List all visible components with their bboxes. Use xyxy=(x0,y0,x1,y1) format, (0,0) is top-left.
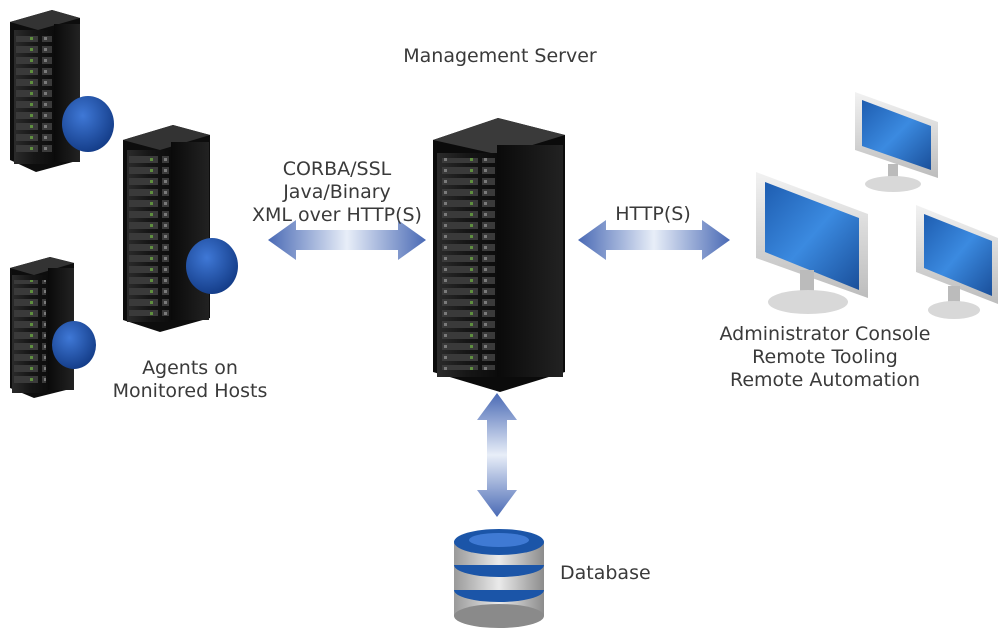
agent-disc-icon xyxy=(186,238,238,294)
monitor-icon xyxy=(916,205,998,319)
left-link-protocols: CORBA/SSL Java/Binary XML over HTTP(S) xyxy=(222,158,452,227)
vertical-double-arrow xyxy=(477,393,517,517)
agent-disc-icon xyxy=(52,321,96,369)
protocol-label: CORBA/SSL xyxy=(282,158,392,180)
database-icon xyxy=(454,529,544,628)
consoles-label-line: Administrator Console xyxy=(719,323,931,345)
consoles-label-line: Remote Tooling xyxy=(752,346,898,368)
management-server xyxy=(433,118,565,392)
agents-label: Agents on Monitored Hosts xyxy=(90,357,290,403)
agent-server-3 xyxy=(10,257,96,398)
consoles-label-line: Remote Automation xyxy=(729,369,920,391)
agent-disc-icon xyxy=(62,96,114,152)
monitor-icon xyxy=(855,92,938,192)
right-link-protocol: HTTP(S) xyxy=(615,203,691,225)
agents-label-line: Agents on xyxy=(142,357,238,379)
protocol-label: XML over HTTP(S) xyxy=(252,204,422,226)
protocol-label: Java/Binary xyxy=(283,181,391,203)
left-double-arrow xyxy=(268,220,426,260)
right-double-arrow xyxy=(578,220,730,260)
management-server-title: Management Server xyxy=(403,45,597,67)
agents-label-line: Monitored Hosts xyxy=(112,380,268,402)
monitor-icon xyxy=(756,172,868,314)
agent-server-1 xyxy=(10,10,114,172)
consoles-label: Administrator Console Remote Tooling Rem… xyxy=(690,323,960,392)
agent-server-2 xyxy=(123,125,238,332)
database-label: Database xyxy=(560,562,651,584)
